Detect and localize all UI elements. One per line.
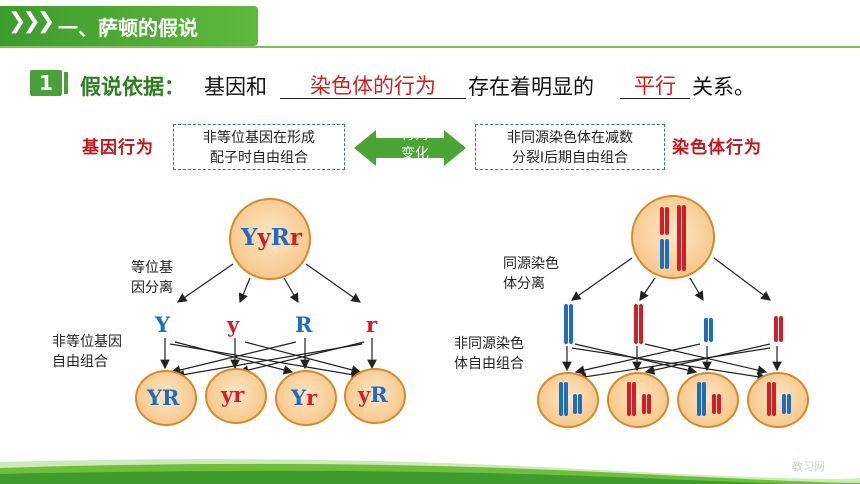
hypothesis-text-3: 关系。 bbox=[692, 75, 755, 99]
gamete-cell-chromosome-2 bbox=[607, 372, 669, 428]
number-badge: 1 bbox=[30, 70, 62, 96]
parent-allele-r: r bbox=[289, 224, 303, 251]
separated-chromosomes-icon bbox=[564, 304, 783, 344]
behavior-change-line1: 行为 bbox=[401, 127, 429, 143]
gamete-chromosomes-4-icon bbox=[767, 382, 791, 416]
hypothesis-text-2: 存在着明显的 bbox=[468, 75, 594, 99]
parent-allele-y: y bbox=[257, 224, 271, 251]
header-underline bbox=[0, 46, 860, 48]
chromosome-behavior-label: 染色体行为 bbox=[672, 138, 762, 158]
blank-answer-2: 平行 bbox=[620, 70, 690, 99]
homologous-separation-line1: 同源染色 bbox=[503, 256, 559, 272]
gamete-cell-YR bbox=[135, 370, 197, 426]
allele-separation-annotation: 等位基 因分离 bbox=[131, 258, 173, 298]
gamete-Yr-a: Y bbox=[291, 385, 306, 410]
gene-behavior-line1: 非等位基因在形成 bbox=[203, 130, 315, 146]
double-arrow-icon bbox=[354, 130, 466, 166]
gamete-Yr: Yr bbox=[291, 385, 317, 410]
bottom-wave-decoration bbox=[0, 459, 860, 484]
gamete-YR-a: Y bbox=[147, 385, 162, 410]
allele-y: y bbox=[227, 312, 240, 337]
nonhomologous-assortment-line1: 非同源染色 bbox=[454, 336, 524, 352]
nonallelic-assortment-line2: 自由组合 bbox=[52, 354, 108, 370]
gamete-YR-b: R bbox=[162, 385, 180, 410]
nonallelic-assortment-annotation: 非等位基因 自由组合 bbox=[52, 332, 122, 372]
allele-r: r bbox=[366, 312, 378, 337]
gamete-chromosomes-1-icon bbox=[559, 382, 582, 416]
parent-cell-chromosome bbox=[631, 195, 715, 279]
parent-chromosomes-icon bbox=[660, 205, 686, 271]
gamete-cell-yR bbox=[344, 368, 406, 424]
gamete-Yr-b: r bbox=[306, 385, 318, 410]
gamete-yr-b: r bbox=[233, 382, 245, 407]
chromosome-behavior-line1: 非同源染色体在减数 bbox=[507, 130, 633, 146]
gamete-chromosomes-3-icon bbox=[697, 382, 721, 416]
chromosome-behavior-line2: 分裂Ⅰ后期自由组合 bbox=[511, 150, 629, 166]
section-header-banner bbox=[0, 6, 258, 46]
allele-separation-line1: 等位基 bbox=[131, 260, 173, 276]
allele-separation-line2: 因分离 bbox=[131, 280, 173, 296]
watermark-text: 教习网 bbox=[792, 460, 825, 473]
parent-allele-R: R bbox=[270, 224, 290, 251]
hypothesis-text-1: 基因和 bbox=[204, 75, 267, 99]
parent-cell-gene bbox=[229, 198, 311, 280]
parent-genotype: YyRr bbox=[241, 224, 302, 251]
homologous-separation-annotation: 同源染色 体分离 bbox=[503, 254, 559, 294]
allele-R: R bbox=[295, 312, 313, 337]
gamete-cell-yr bbox=[205, 368, 267, 424]
gamete-cell-Yr bbox=[275, 370, 337, 426]
chevrons-icon: ❯❯❯ bbox=[8, 9, 55, 34]
nonallelic-assortment-line1: 非等位基因 bbox=[52, 334, 122, 350]
badge-bar bbox=[64, 72, 68, 94]
gamete-cell-chromosome-3 bbox=[677, 372, 739, 428]
behavior-change-label: 行为 变化 bbox=[396, 126, 434, 164]
section-title: 一、萨顿的假说 bbox=[58, 16, 198, 40]
blank-answer-1: 染色体的行为 bbox=[280, 70, 466, 99]
nonhomologous-assortment-line2: 体自由组合 bbox=[454, 356, 524, 372]
gamete-yR-a: y bbox=[358, 382, 371, 407]
gamete-cell-chromosome-4 bbox=[747, 372, 809, 428]
gene-behavior-label: 基因行为 bbox=[82, 138, 154, 158]
nonhomologous-assortment-annotation: 非同源染色 体自由组合 bbox=[454, 334, 524, 374]
gene-behavior-box: 非等位基因在形成 配子时自由组合 bbox=[173, 124, 345, 170]
gamete-YR: YR bbox=[147, 385, 179, 410]
gamete-yR-b: R bbox=[370, 382, 388, 407]
gene-behavior-line2: 配子时自由组合 bbox=[210, 150, 308, 166]
gamete-yr-a: y bbox=[221, 382, 234, 407]
gamete-chromosomes-2-icon bbox=[627, 382, 651, 416]
gamete-yr: yr bbox=[221, 382, 244, 407]
hypothesis-label: 假说依据： bbox=[80, 75, 185, 99]
behavior-change-line2: 变化 bbox=[401, 146, 429, 162]
chromosome-behavior-box: 非同源染色体在减数 分裂Ⅰ后期自由组合 bbox=[475, 124, 665, 170]
homologous-separation-line2: 体分离 bbox=[503, 276, 545, 292]
gamete-yR: yR bbox=[358, 382, 388, 407]
allele-Y: Y bbox=[155, 312, 170, 337]
parent-allele-Y: Y bbox=[241, 224, 258, 251]
